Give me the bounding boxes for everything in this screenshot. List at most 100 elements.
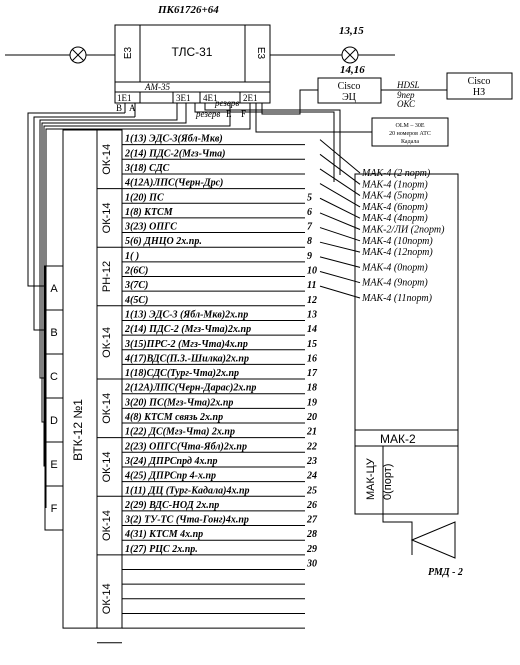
hdsl-line2: 9пер — [397, 90, 415, 100]
mak-connector — [319, 168, 361, 197]
group-label: ОК-14 — [101, 583, 113, 614]
abc-letter: D — [50, 415, 58, 427]
mak-connector — [319, 227, 361, 242]
hdsl-line3: ОКС — [397, 99, 416, 109]
mak-port-label: МАК-4 (9порт) — [361, 278, 428, 289]
row-number: 17 — [307, 368, 318, 379]
abc-letter: E — [50, 459, 57, 471]
mak-port-label: МАК-4 (1порт) — [361, 179, 428, 190]
cisco-nz-box — [446, 72, 513, 100]
cisco-nz-line1: Cisco — [468, 76, 491, 87]
mak-area: МАК-4 (2 порт)МАК-4 (1порт)МАК-4 (5порт)… — [319, 139, 445, 304]
mak-connector — [319, 153, 361, 185]
row-label: 4(25) ДПРСпр 4-х.пр — [124, 471, 216, 482]
row-label: 2(23) ОПГС(Чта-Ябл)2х.пр — [124, 441, 247, 452]
tls-side-right: Е3 — [255, 47, 266, 60]
row-label: 3(23) ОПГС — [124, 222, 177, 233]
abc-letter: B — [50, 327, 57, 339]
mak2-box — [354, 173, 459, 515]
mak-connector — [319, 285, 361, 299]
cisco-ec-line2: ЭЦ — [342, 92, 356, 103]
feeder-wires — [27, 89, 372, 508]
row-number: 11 — [307, 280, 316, 291]
tls-name: ТЛС-31 — [172, 45, 213, 59]
row-label: 5(6) ДНЦО 2х.пр. — [125, 236, 202, 247]
row-number: 20 — [306, 412, 317, 423]
row-number: 23 — [306, 456, 317, 467]
row-label: 3(20) ПС(Мгз-Чта)2х.пр — [124, 397, 233, 408]
vtk-label: ВТК-12 №1 — [71, 399, 85, 461]
row-number: 9 — [307, 251, 312, 262]
row-number: 12 — [307, 295, 317, 306]
olm-line1: ОLМ – 30Е — [396, 123, 425, 129]
mak-connector — [319, 139, 361, 174]
mak-port-label: МАК-4 (11порт) — [361, 293, 433, 304]
row-number: 8 — [307, 236, 312, 247]
group-label: ОК-14 — [101, 327, 113, 358]
cisco-nz-line2: НЗ — [473, 87, 485, 98]
abc-letter: C — [50, 371, 58, 383]
row-number: 5 — [307, 192, 312, 203]
port-4e1: 4Е1 — [203, 93, 218, 103]
cisco-ec-line1: Cisco — [338, 81, 361, 92]
rmd-link — [382, 514, 456, 559]
row-label: 1(13) ЭДС-3 (Ябл-Мкв)2х.пр — [125, 309, 248, 320]
row-number: 27 — [306, 515, 318, 526]
port-3e1: 3Е1 — [176, 93, 191, 103]
row-number: 26 — [306, 500, 317, 511]
row-number: 16 — [307, 353, 317, 364]
row-label: 3(2) ТУ-ТС (Чта-Гонг)4х.пр — [124, 515, 249, 526]
row-number: 13 — [307, 309, 317, 320]
row-number: 15 — [307, 339, 317, 350]
reserve-right: резерв — [214, 98, 239, 108]
abc-letter: F — [51, 503, 58, 515]
reserve-left: резерв — [195, 109, 220, 119]
port0-label: 0(порт) — [382, 464, 394, 500]
row-label: 4(17)ВДС(П.З.-Шилка)2х.пр — [124, 353, 249, 364]
makcu-label: МАК-ЦУ — [365, 457, 377, 500]
row-number: 25 — [306, 485, 317, 496]
letter-a-top: A — [129, 103, 136, 113]
hdsl-line1: HDSL — [396, 80, 420, 90]
abc-letter: A — [50, 283, 58, 295]
row-number: 7 — [307, 222, 313, 233]
row-label: 1(22) ДС(Мгз-Чта) 2х.пр — [125, 427, 235, 438]
left-lamp-icon — [69, 46, 87, 64]
row-label: 1(27) РЦС 2х.пр. — [125, 544, 198, 555]
abc-box — [44, 485, 64, 531]
row-label: 2(14) ПДС-2(Мгз-Чта) — [124, 148, 226, 159]
row-number: 14 — [307, 324, 317, 335]
row-label: 3(18) СДС — [124, 163, 170, 174]
group-label: ОК-14 — [101, 144, 113, 175]
row-number: 18 — [307, 383, 317, 394]
row-label: 4(5С) — [124, 295, 148, 306]
rmd-label: РМД - 2 — [428, 567, 463, 578]
tls-side-left: Е3 — [123, 46, 134, 59]
right-line-top-label: 13,15 — [339, 25, 364, 37]
group-label: ОК-14 — [101, 393, 113, 424]
mak-connector — [319, 183, 361, 208]
row-label: 2(12А)ЛПС(Черн-Дарас)2х.пр — [124, 383, 256, 394]
mak-connector — [319, 271, 361, 284]
row-label: 1(20) ПС — [125, 192, 164, 203]
olm-line2: 20 номеров АТС — [389, 131, 431, 137]
mak-port-label: МАК-4 (10порт) — [361, 236, 433, 247]
port-1e1: 1Е1 — [117, 93, 132, 103]
row-number: 22 — [306, 441, 317, 452]
mak-connector — [319, 256, 361, 268]
mak-port-label: МАК-4 (0порт) — [361, 262, 428, 273]
row-label: 1(18)СДС(Тург-Чта)2х.пр — [125, 368, 239, 379]
letter-b-top: B — [116, 103, 122, 113]
row-label: 2(29) ВДС-НОД 2х.пр — [124, 500, 219, 511]
row-number: 21 — [306, 427, 317, 438]
row-label: 4(8) КТСМ связь 2х.пр — [124, 412, 223, 423]
group-label: ОК-14 — [101, 202, 113, 233]
letter-e-top: E — [226, 109, 232, 119]
mak-connector — [319, 212, 361, 230]
mak-port-label: МАК-2/ЛИ (2порт) — [361, 225, 445, 236]
row-label: 4(12А)ЛПС(Черн-Дрс) — [124, 178, 223, 189]
row-label: 3(7С) — [124, 280, 148, 291]
letter-f-top: F — [241, 109, 246, 119]
row-number: 29 — [306, 544, 317, 555]
